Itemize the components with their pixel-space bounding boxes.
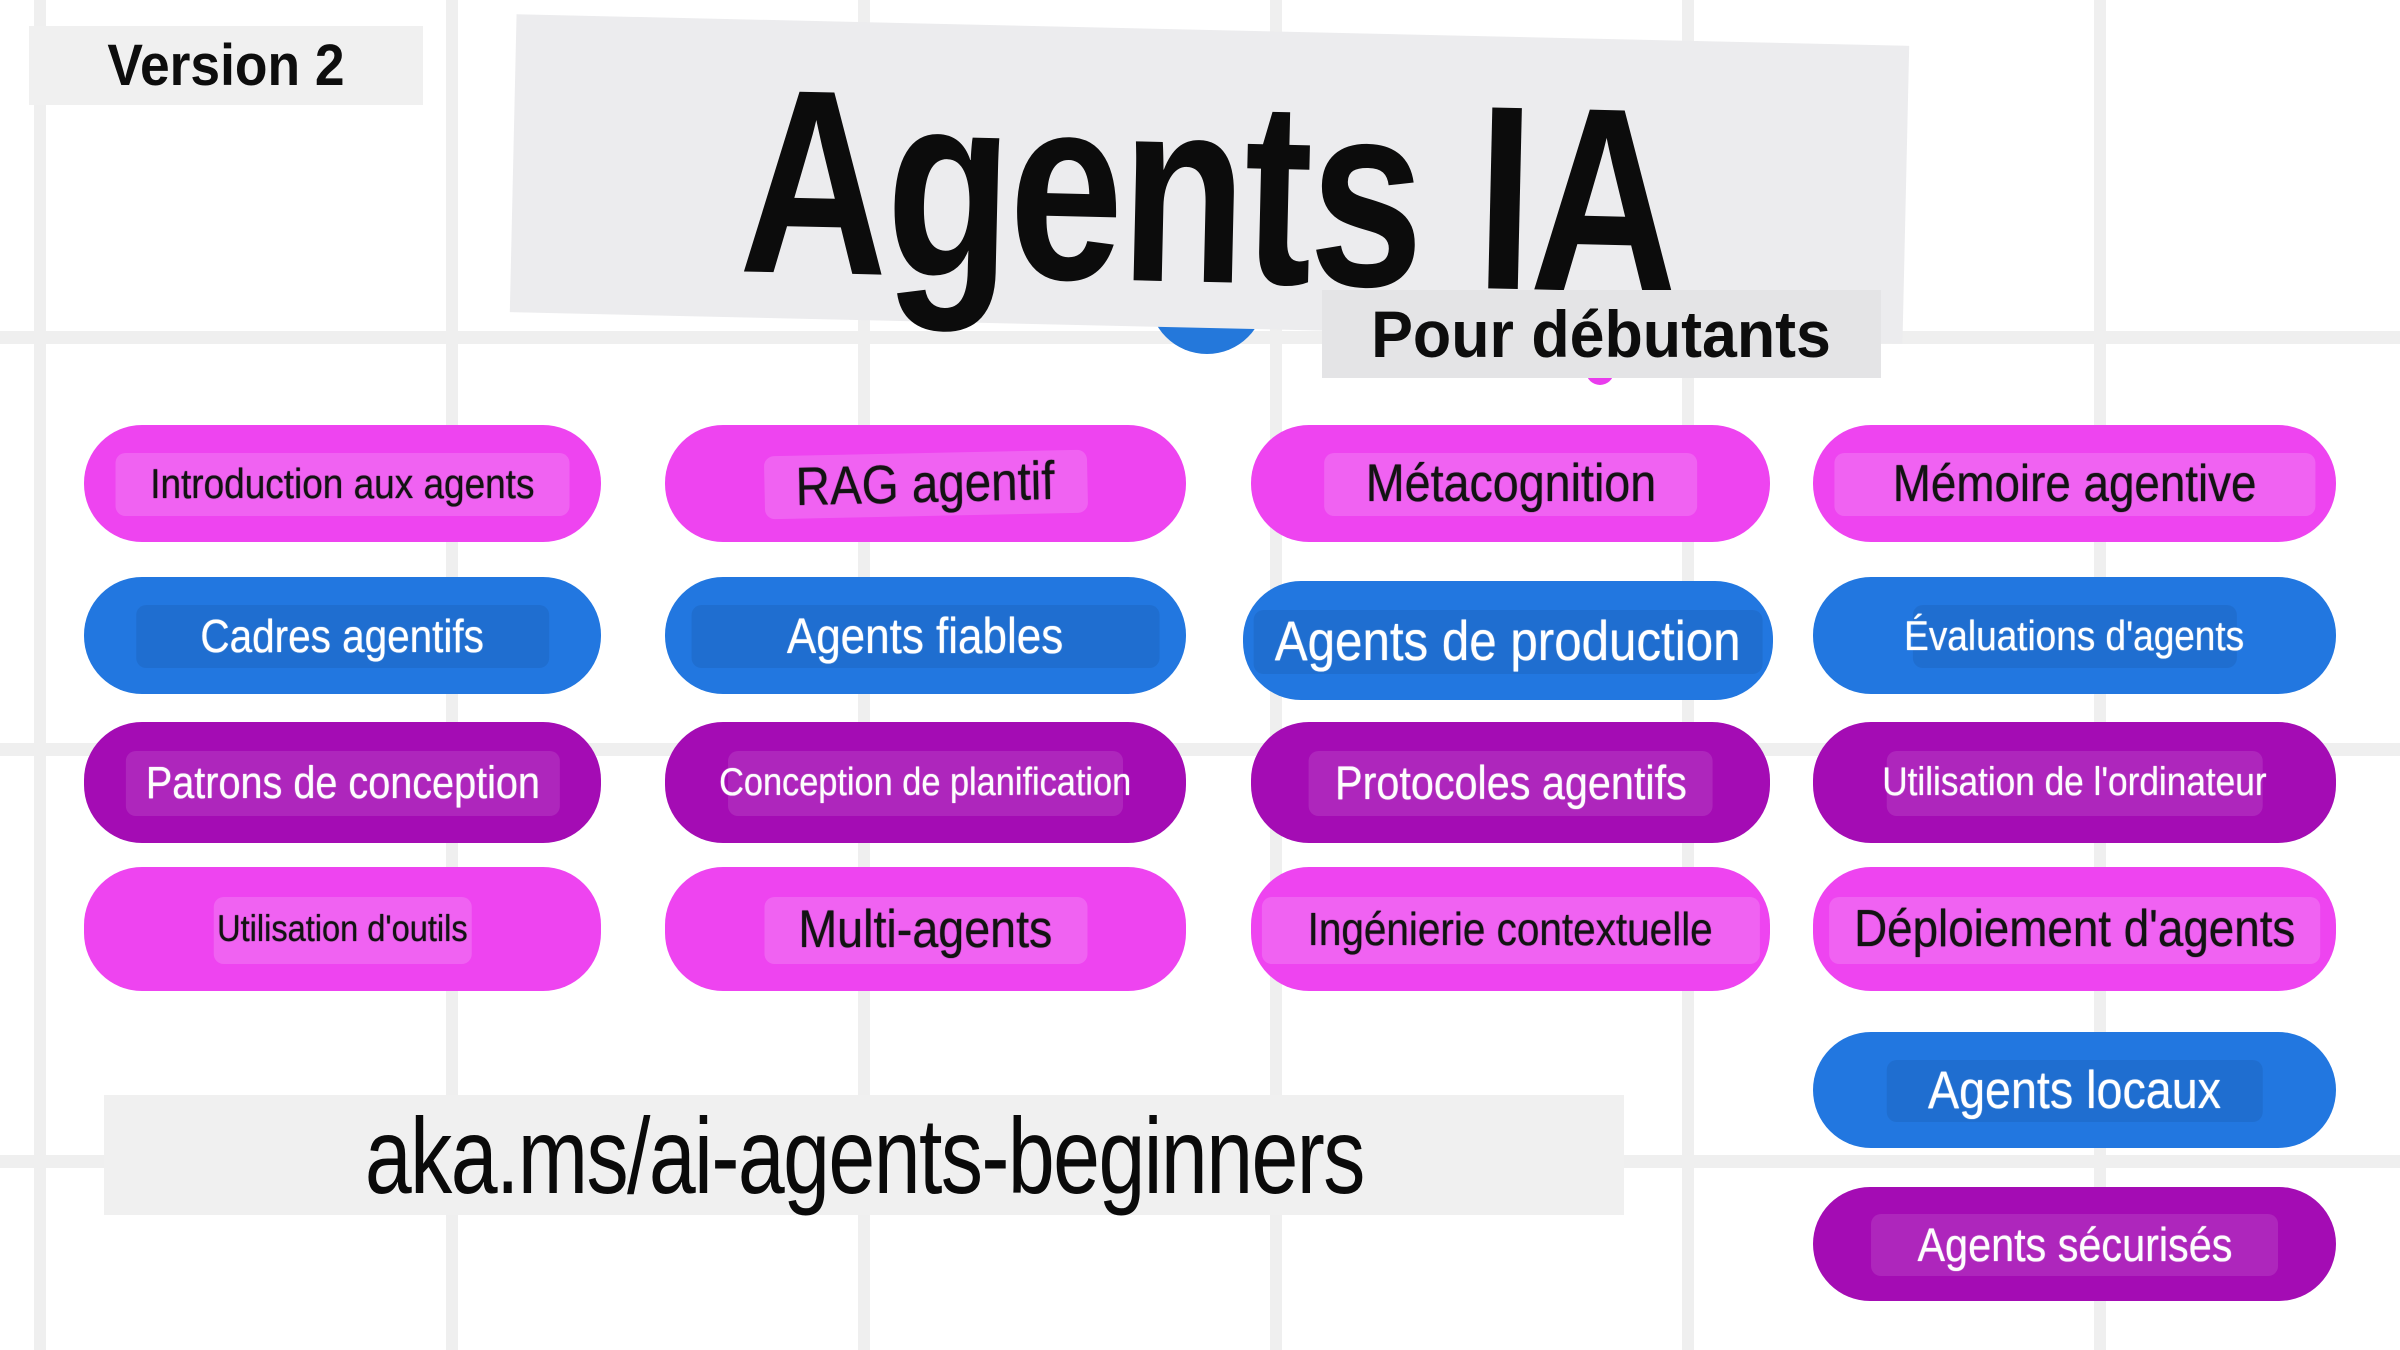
pill-metacognition: Métacognition	[1251, 425, 1770, 542]
pill-agents-de-production: Agents de production	[1243, 581, 1773, 700]
pill-highlight	[213, 896, 472, 964]
pill-highlight	[1323, 453, 1698, 517]
pill-conception-de-planification: Conception de planification	[665, 722, 1186, 843]
pill-highlight	[1308, 751, 1713, 817]
pill-label: Protocoles agentifs	[1334, 756, 1687, 809]
pill-label: Mémoire agentive	[1892, 454, 2257, 513]
pill-highlight	[115, 453, 570, 517]
pill-highlight	[1253, 609, 1763, 674]
subtitle-label: Pour débutants	[1371, 297, 1832, 371]
pill-evaluations-d-agents: Évaluations d'agents	[1813, 577, 2336, 694]
pill-ingenierie-contextuelle: Ingénierie contextuelle	[1251, 867, 1770, 991]
version-badge: Version 2	[29, 26, 423, 105]
pill-utilisation-de-l-ordinateur: Utilisation de l'ordinateur	[1813, 722, 2336, 843]
pill-utilisation-d-outils: Utilisation d'outils	[84, 867, 601, 991]
pill-agents-locaux: Agents locaux	[1813, 1032, 2336, 1148]
pill-highlight	[1912, 605, 2237, 669]
subtitle-box: Pour débutants	[1322, 290, 1881, 378]
pill-highlight	[1870, 1214, 2279, 1276]
version-badge-label: Version 2	[107, 33, 345, 98]
pill-label: Déploiement d'agents	[1853, 900, 2296, 958]
pill-label: RAG agentif	[795, 450, 1056, 517]
pill-label: Agents de production	[1275, 609, 1741, 672]
pill-highlight	[1833, 453, 2316, 517]
pill-label: Agents fiables	[787, 607, 1064, 664]
pill-label: Cadres agentifs	[200, 609, 485, 662]
pill-highlight	[691, 605, 1160, 669]
pill-deploiement-d-agents: Déploiement d'agents	[1813, 867, 2336, 991]
pill-label: Utilisation d'outils	[217, 908, 468, 949]
pill-highlight	[1828, 896, 2321, 964]
pill-highlight	[763, 896, 1088, 964]
pill-label: Conception de planification	[719, 760, 1132, 804]
pill-label: Ingénierie contextuelle	[1307, 903, 1714, 955]
pill-label: Utilisation de l'ordinateur	[1882, 760, 2267, 804]
pill-cadres-agentifs: Cadres agentifs	[84, 577, 601, 694]
pill-label: Introduction aux agents	[150, 459, 535, 507]
pill-highlight	[125, 751, 560, 817]
pill-highlight	[1261, 896, 1760, 964]
pill-label: Métacognition	[1365, 454, 1656, 513]
pill-label: Agents sécurisés	[1917, 1217, 2232, 1271]
pill-label: Agents locaux	[1928, 1060, 2221, 1120]
pill-protocoles-agentifs: Protocoles agentifs	[1251, 722, 1770, 843]
pill-label: Patrons de conception	[145, 756, 540, 808]
pill-highlight	[135, 605, 550, 669]
pill-highlight	[1886, 751, 2263, 817]
pill-rag-agentif: RAG agentif	[665, 425, 1186, 542]
pill-highlight	[1886, 1059, 2263, 1123]
pill-multi-agents: Multi-agents	[665, 867, 1186, 991]
url-box: aka.ms/ai-agents-beginners	[104, 1094, 1624, 1216]
url-text: aka.ms/ai-agents-beginners	[364, 1094, 1366, 1216]
pill-patrons-de-conception: Patrons de conception	[84, 722, 601, 843]
pill-agents-securises: Agents sécurisés	[1813, 1187, 2336, 1301]
pill-label: Évaluations d'agents	[1904, 611, 2245, 659]
pill-highlight	[727, 751, 1124, 817]
pill-introduction-aux-agents: Introduction aux agents	[84, 425, 601, 542]
pill-memoire-agentive: Mémoire agentive	[1813, 425, 2336, 542]
pill-label: Multi-agents	[798, 899, 1053, 959]
pill-agents-fiables: Agents fiables	[665, 577, 1186, 694]
